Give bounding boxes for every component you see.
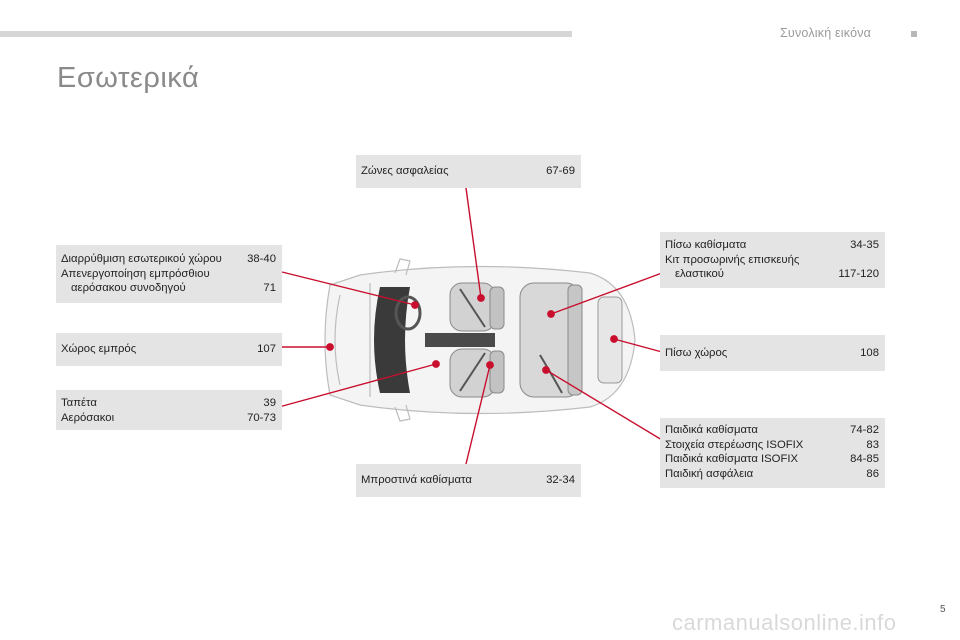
car-interior-illustration [324,258,636,422]
section-title: Συνολική εικόνα [780,26,872,40]
callout-row: Ζώνες ασφαλείας 67-69 [361,164,575,179]
callout-row: Πίσω καθίσματα 34-35 [665,238,879,253]
callout-front-space: Χώρος εμπρός 107 [56,333,282,366]
callout-row: Στοιχεία στερέωσης ISOFIX 83 [665,438,879,453]
watermark: carmanualsonline.info [672,610,897,635]
callout-row: Παιδικά καθίσματα ISOFIX 84-85 [665,452,879,467]
callout-pages[interactable]: 38-40 [247,253,276,265]
callout-label: Κιτ προσωρινής επισκευής [665,253,800,266]
callout-row: Αερόσακοι 70-73 [61,411,276,426]
callout-row: Πίσω χώρος 108 [665,346,879,361]
callout-pages[interactable]: 39 [263,397,276,409]
callout-seatbelts: Ζώνες ασφαλείας 67-69 [356,155,581,188]
callout-climate: Διαρρύθμιση εσωτερικού χώρου 38-40 Απενε… [56,245,282,303]
callout-pages[interactable]: 71 [263,282,276,295]
callout-pages[interactable]: 70-73 [247,411,276,424]
callout-row: Παιδική ασφάλεια 86 [665,467,879,482]
callout-pages [272,267,276,282]
page-title: Εσωτερικά [57,62,200,94]
callout-pages [875,253,879,268]
callout-front-seats: Μπροστινά καθίσματα 32-34 [356,464,581,497]
callout-label: Παιδικά καθίσματα ISOFIX [665,453,799,466]
callout-pages[interactable]: 84-85 [850,453,879,466]
callout-row: Κιτ προσωρινής επισκευής [665,253,879,268]
callout-row: Διαρρύθμιση εσωτερικού χώρου 38-40 [61,252,276,267]
callout-label: αερόσακου συνοδηγού [71,282,186,295]
callout-label: Διαρρύθμιση εσωτερικού χώρου [61,253,222,265]
callout-pages[interactable]: 83 [866,438,879,451]
callout-pages[interactable]: 117-120 [838,268,879,281]
callout-pages[interactable]: 34-35 [850,239,879,251]
section-marker [911,31,917,37]
callout-label: ελαστικού [675,268,724,281]
callout-pages[interactable]: 67-69 [546,165,575,177]
header-rule [0,31,572,37]
callout-row: Απενεργοποίηση εμπρόσθιου [61,267,276,282]
callout-label: Ταπέτα [61,397,97,409]
callout-label: Παιδικά καθίσματα [665,424,758,436]
callout-pages[interactable]: 74-82 [850,424,879,436]
callout-row: Παιδικά καθίσματα 74-82 [665,423,879,438]
callout-label: Παιδική ασφάλεια [665,467,754,480]
page-number: 5 [940,604,946,615]
callout-label: Χώρος εμπρός [61,343,137,355]
callout-mats-airbags: Ταπέτα 39 Αερόσακοι 70-73 [56,390,282,430]
callout-pages[interactable]: 107 [257,343,276,355]
callout-row: αερόσακου συνοδηγού 71 [61,281,276,296]
callout-label: Αερόσακοι [61,411,115,424]
callout-label: Πίσω χώρος [665,347,728,359]
callout-row: ελαστικού 117-120 [665,267,879,282]
callout-label: Απενεργοποίηση εμπρόσθιου [61,267,210,280]
callout-rear-seats: Πίσω καθίσματα 34-35 Κιτ προσωρινής επισ… [660,232,885,288]
callout-row: Ταπέτα 39 [61,396,276,411]
callout-label: Μπροστινά καθίσματα [361,474,472,486]
callout-row: Χώρος εμπρός 107 [61,342,276,357]
callout-child-seats: Παιδικά καθίσματα 74-82 Στοιχεία στερέωσ… [660,418,885,488]
callout-rear-space: Πίσω χώρος 108 [660,335,885,371]
callout-pages[interactable]: 86 [866,467,879,480]
callout-label: Ζώνες ασφαλείας [361,165,449,177]
callout-pages[interactable]: 32-34 [546,474,575,486]
callout-label: Στοιχεία στερέωσης ISOFIX [665,438,804,451]
callout-pages[interactable]: 108 [860,347,879,359]
callout-row: Μπροστινά καθίσματα 32-34 [361,473,575,488]
callout-label: Πίσω καθίσματα [665,239,747,251]
